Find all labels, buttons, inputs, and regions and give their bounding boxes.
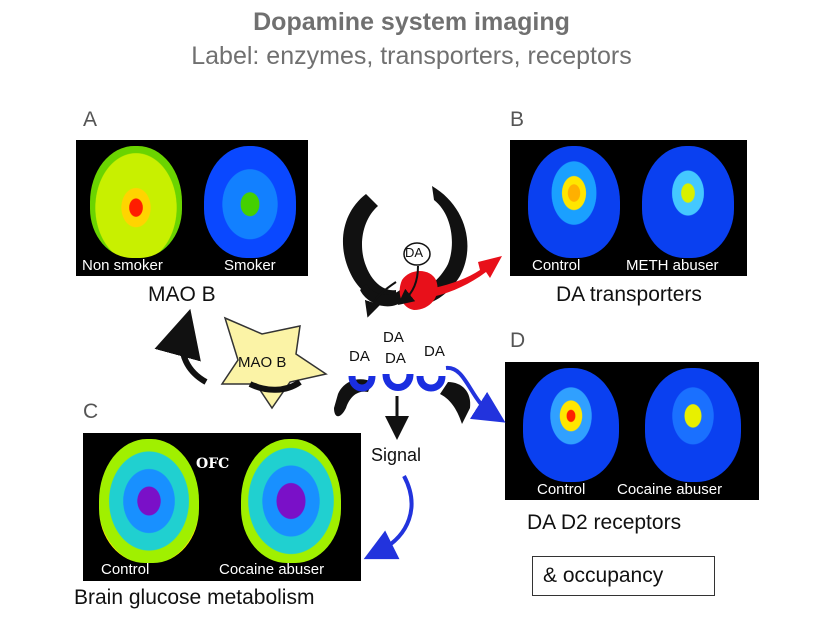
panel-a-letter: A bbox=[83, 108, 98, 131]
da-label-2: DA bbox=[349, 348, 370, 365]
signal-label: Signal bbox=[371, 445, 422, 465]
blue-arrow-to-d bbox=[445, 366, 506, 423]
panel-c-letter: C bbox=[83, 400, 99, 423]
da-label-1: DA bbox=[383, 329, 404, 346]
page-title: Dopamine system imaging bbox=[253, 8, 570, 36]
release-arrow-right bbox=[397, 265, 419, 306]
da-vesicle bbox=[403, 242, 431, 266]
panel-d-caption: DA D2 receptors bbox=[527, 511, 682, 534]
panel-b-brain-control bbox=[528, 146, 620, 258]
occupancy-box: & occupancy bbox=[532, 556, 715, 596]
release-arrow-left bbox=[364, 281, 397, 318]
presynaptic-right-membrane bbox=[410, 186, 468, 307]
panel-c-brain-cocaine bbox=[241, 439, 341, 563]
da-label-3: DA bbox=[385, 350, 406, 367]
panel-c-brain-control bbox=[99, 439, 199, 563]
panel-d-brain-cocaine bbox=[645, 368, 741, 482]
panel-a-left-label: Non smoker bbox=[82, 257, 163, 274]
d2-receptor-1 bbox=[348, 375, 376, 392]
panel-d-brain-control bbox=[523, 368, 619, 482]
d2-receptor-3 bbox=[416, 375, 446, 392]
mao-b-enzyme bbox=[220, 316, 328, 410]
panel-d-letter: D bbox=[510, 329, 526, 352]
panel-b-letter: B bbox=[510, 108, 525, 131]
panel-d-left-label: Control bbox=[537, 481, 586, 498]
mao-b-label: MAO B bbox=[238, 354, 287, 371]
panel-b-right-label: METH abuser bbox=[626, 257, 719, 274]
panel-c-caption: Brain glucose metabolism bbox=[74, 586, 315, 609]
panel-d-right-label: Cocaine abuser bbox=[617, 481, 723, 498]
presynaptic-left-membrane bbox=[342, 194, 396, 302]
panel-a-caption: MAO B bbox=[148, 283, 216, 306]
panel-b-left-label: Control bbox=[532, 257, 581, 274]
page-subtitle: Label: enzymes, transporters, receptors bbox=[191, 42, 632, 70]
panel-b-scan: Control METH abuser bbox=[510, 140, 747, 276]
panel-a-right-label: Smoker bbox=[224, 257, 276, 274]
panel-c-right-label: Cocaine abuser bbox=[219, 561, 325, 578]
da-vesicle-label: DA bbox=[405, 245, 424, 260]
panel-c-scan: OFC Control Cocaine abuser bbox=[83, 433, 361, 581]
postsynaptic-right bbox=[440, 382, 471, 424]
panel-a-brain-smoker bbox=[204, 146, 296, 258]
dat-red-arrow bbox=[434, 256, 502, 296]
mao-curved-arrow-in bbox=[248, 379, 302, 393]
d2-receptor-2 bbox=[382, 373, 414, 391]
panel-a-brain-nonsmoker bbox=[90, 146, 182, 258]
panel-a-scan: Non smoker Smoker bbox=[76, 140, 308, 276]
dat-transporter bbox=[399, 271, 438, 310]
mao-curved-arrow-up bbox=[154, 308, 208, 385]
blue-arrow-to-c bbox=[363, 475, 414, 560]
panel-b-brain-meth bbox=[642, 146, 734, 258]
ofc-label: OFC bbox=[196, 456, 230, 472]
da-label-4: DA bbox=[424, 343, 445, 360]
panel-b-caption: DA transporters bbox=[556, 283, 702, 306]
panel-c-left-label: Control bbox=[101, 561, 150, 578]
panel-d-scan: Control Cocaine abuser bbox=[505, 362, 759, 500]
